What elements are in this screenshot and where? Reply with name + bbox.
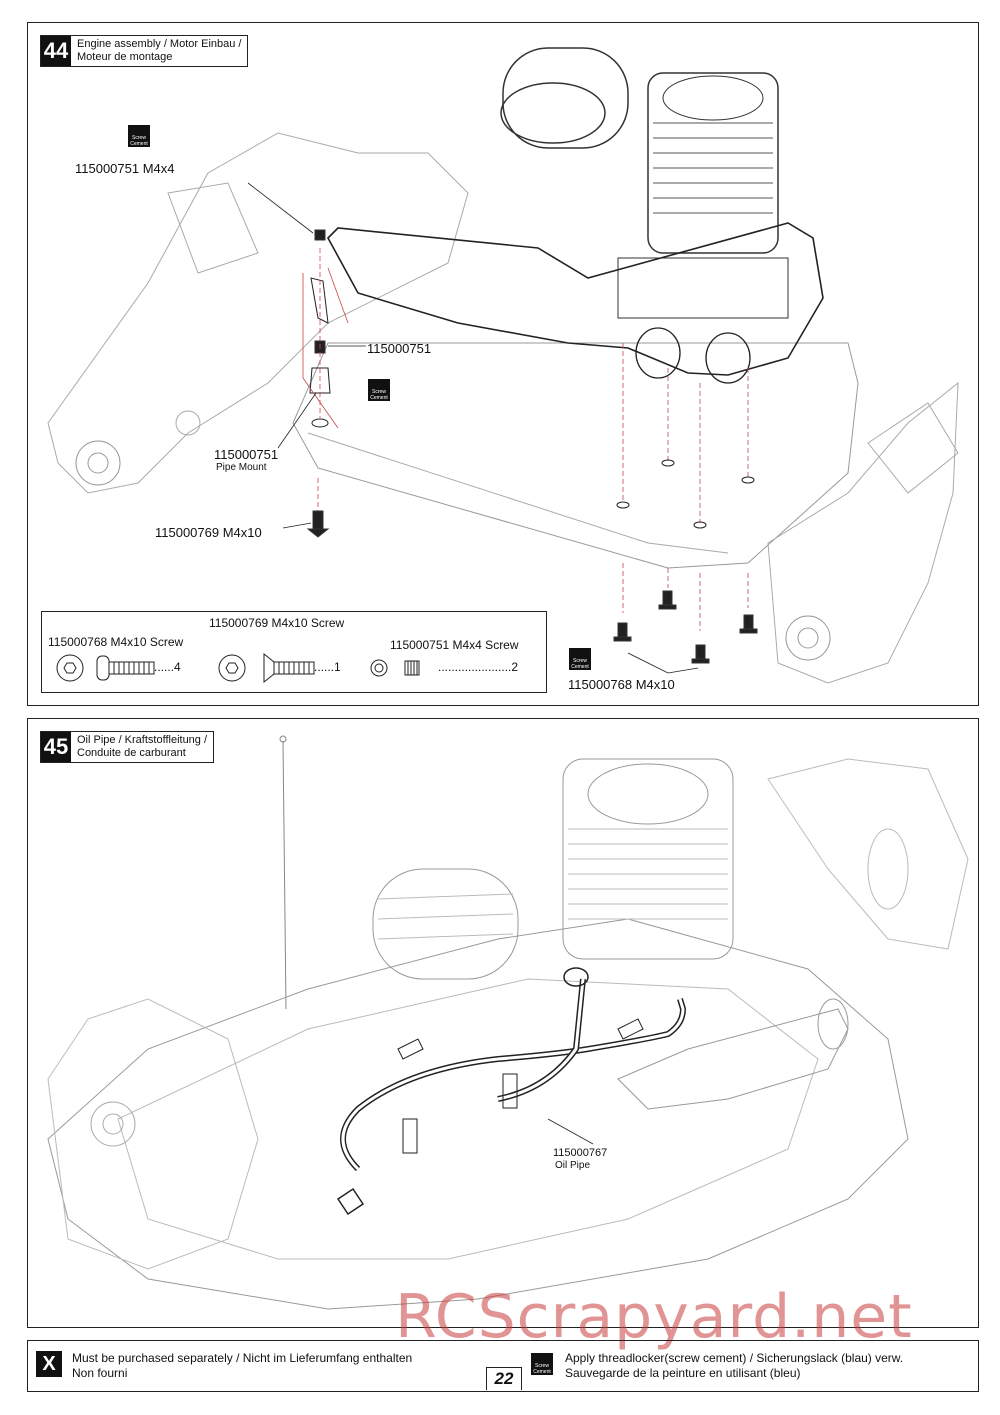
legend-screw-drawings [56, 652, 420, 684]
part-label-115000751-m4x4: 115000751 M4x4 [75, 161, 175, 176]
part-label-pipe-mount-desc: Pipe Mount [216, 462, 267, 473]
legend-title: 115000769 M4x10 Screw [209, 616, 345, 630]
step-45-panel: 45 Oil Pipe / Kraftstoffleitung / Condui… [27, 718, 979, 1328]
legend-item-a-qty: ......4 [154, 660, 181, 674]
engine-assembly-drawing [47, 47, 959, 684]
legend-item-c-qty: ......................2 [438, 660, 519, 674]
step-45-header: 45 Oil Pipe / Kraftstoffleitung / Condui… [40, 731, 215, 763]
oil-pipe-drawing [47, 735, 969, 1310]
threadlocker-note: Apply threadlocker(screw cement) / Siche… [565, 1351, 904, 1380]
not-included-icon: X [36, 1351, 62, 1377]
part-label-115000769-m4x10: 115000769 M4x10 [155, 525, 262, 540]
purchase-separately-note: Must be purchased separately / Nicht im … [72, 1351, 413, 1380]
parts-legend: 115000769 M4x10 Screw 115000768 M4x10 Sc… [41, 611, 547, 693]
legend-item-a: 115000768 M4x10 Screw [48, 635, 184, 649]
legend-item-b-qty: ......1 [314, 660, 341, 674]
step-44-number: 44 [41, 36, 71, 66]
step-44-panel: 44 Engine assembly / Motor Einbau / Mote… [27, 22, 979, 706]
step-45-title: Oil Pipe / Kraftstoffleitung / Conduite … [77, 734, 208, 759]
part-label-115000768-m4x10: 115000768 M4x10 [568, 677, 675, 692]
page-number: 22 [486, 1367, 522, 1390]
legend-footer: X Must be purchased separately / Nicht i… [27, 1340, 979, 1392]
part-label-115000767-code: 115000767 [553, 1147, 608, 1159]
step-45-number: 45 [41, 732, 71, 762]
part-label-pipe-mount-code: 115000751 [214, 447, 279, 462]
step-44-header: 44 Engine assembly / Motor Einbau / Mote… [40, 35, 249, 67]
part-label-115000751: 115000751 [367, 341, 432, 356]
step-44-title: Engine assembly / Motor Einbau / Moteur … [77, 38, 242, 63]
legend-item-c: 115000751 M4x4 Screw [390, 638, 519, 652]
part-label-oil-pipe-desc: Oil Pipe [555, 1160, 591, 1171]
